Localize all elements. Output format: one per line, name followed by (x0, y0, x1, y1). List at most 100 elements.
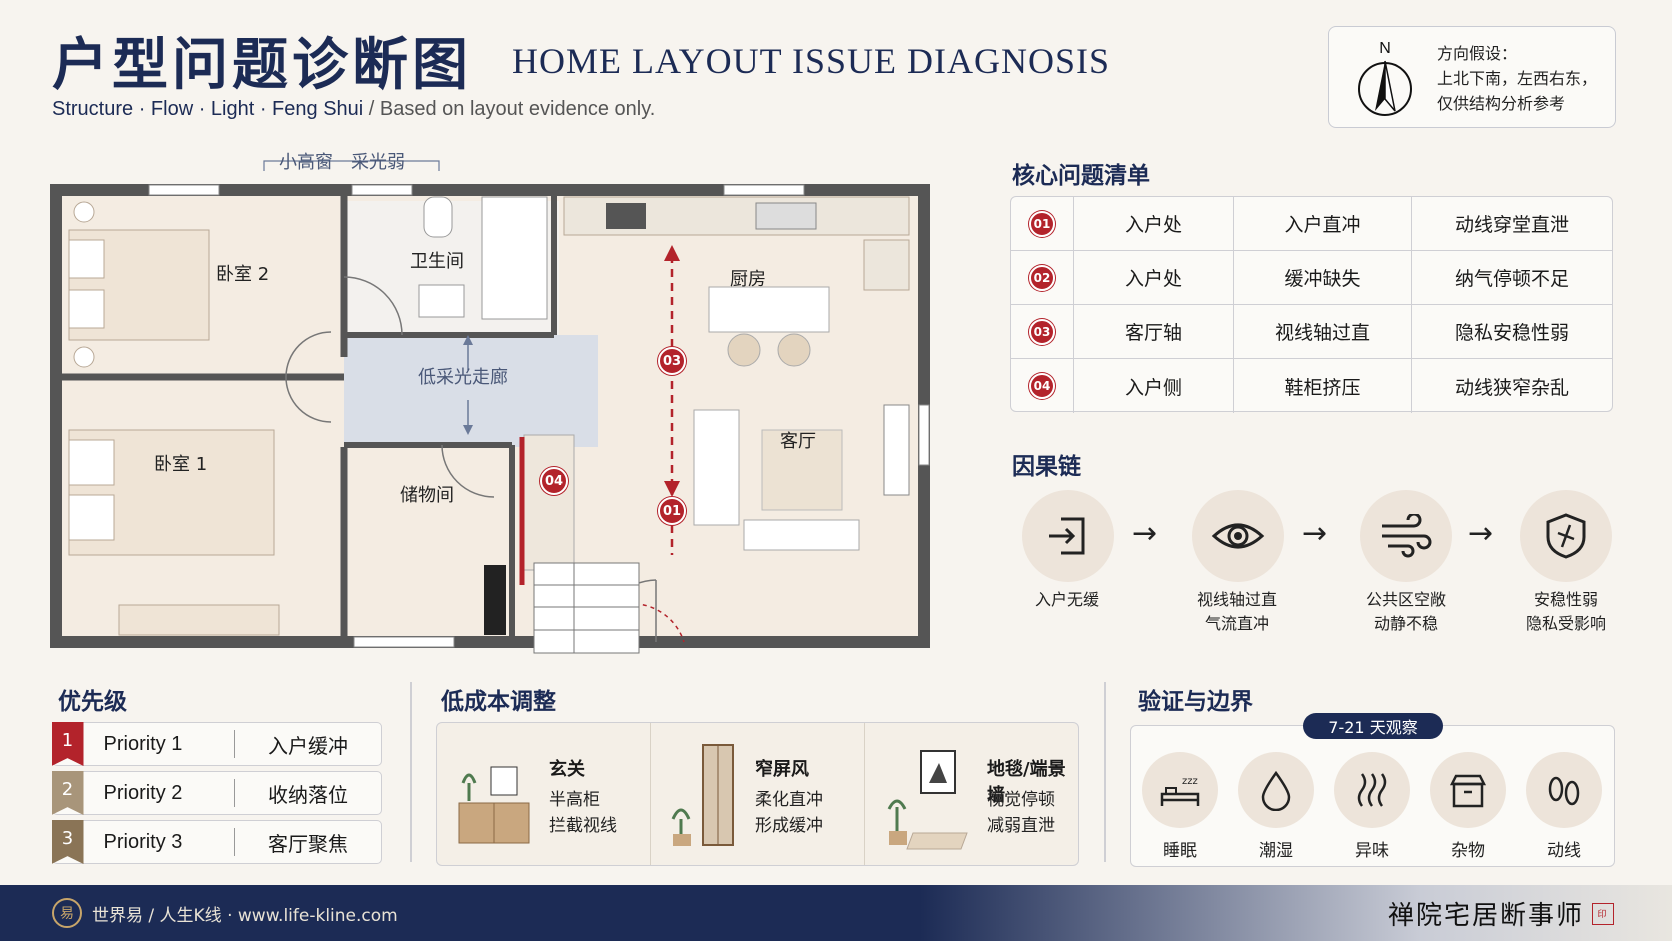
lowcost-rug: 地毯/端景墙 视觉停顿减弱直泄 (865, 723, 1078, 865)
issue-location: 入户处 (1073, 251, 1233, 304)
lowcost-box: 玄关 半高柜拦截视线 窄屏风 柔化直冲形成缓冲 地毯/端景墙 视觉停顿减弱直泄 (436, 722, 1079, 866)
seal-icon: 印 (1592, 902, 1614, 925)
door-enter-icon (1022, 490, 1114, 582)
chain-step-3-label: 公共区空敞动静不稳 (1365, 590, 1446, 633)
svg-text:zzz: zzz (1182, 776, 1198, 787)
floor-plan-drawing (50, 160, 930, 654)
issue-row: 01 入户处 入户直冲 动线穿堂直泄 (1011, 197, 1612, 251)
divider (410, 682, 412, 862)
issue-location: 客厅轴 (1073, 305, 1233, 358)
floor-plan: 小高窗 采光弱 卧室 2 卫生间 厨房 低采光走廊 卧室 1 储物间 客厅 03… (44, 145, 944, 655)
lowcost-screen-desc: 柔化直冲形成缓冲 (755, 790, 823, 836)
validation-item-sleep: zzz 睡眠 (1142, 752, 1218, 861)
issue-effect: 动线穿堂直泄 (1411, 197, 1612, 250)
footer-signature: 禅院宅居断事师 印 (1388, 895, 1614, 932)
validation-item-flow: 动线 (1526, 752, 1602, 861)
compass-icon: N (1358, 40, 1412, 116)
marker-01: 01 (658, 497, 686, 525)
issue-problem: 入户直冲 (1233, 197, 1411, 250)
validation-label: 异味 (1355, 841, 1389, 861)
lowcost-title: 低成本调整 (441, 689, 556, 715)
chain-arrow: → (1132, 516, 1158, 551)
room-storage: 储物间 (400, 485, 454, 506)
room-kitchen: 厨房 (730, 269, 766, 290)
validation-label: 动线 (1547, 841, 1581, 861)
issue-location: 入户处 (1073, 197, 1233, 250)
footer-brand-text[interactable]: 世界易 / 人生K线 · www.life-kline.com (92, 905, 398, 926)
compass-north: N (1379, 40, 1391, 57)
validation-label: 睡眠 (1163, 841, 1197, 861)
issue-number: 01 (1029, 210, 1055, 237)
eye-icon (1192, 490, 1284, 582)
priority-rank: 1 (51, 722, 84, 766)
priority-value: 收纳落位 (268, 782, 348, 807)
window-note: 小高窗 采光弱 (279, 152, 405, 173)
divider (1104, 682, 1106, 862)
room-living: 客厅 (780, 431, 816, 452)
issues-table: 01 入户处 入户直冲 动线穿堂直泄 02 入户处 缓冲缺失 纳气停顿不足 03… (1010, 196, 1613, 413)
lowcost-entry-title: 玄关 (549, 759, 585, 780)
priority-row-1: 1 Priority 1 入户缓冲 (51, 722, 382, 766)
chain-step-3 (1360, 490, 1452, 582)
chain-step-1-label: 入户无缓 (1034, 590, 1099, 609)
footer-brand: 易 世界易 / 人生K线 · www.life-kline.com (52, 898, 398, 928)
issue-row: 03 客厅轴 视线轴过直 隐私安稳性弱 (1011, 305, 1612, 359)
priority-rank: 3 (51, 820, 84, 864)
issue-effect: 动线狭窄杂乱 (1411, 359, 1612, 413)
priority-row-3: 3 Priority 3 客厅聚焦 (51, 820, 382, 864)
orientation-line2: 上北下南，左西右东， (1437, 69, 1598, 88)
observation-pill: 7-21 天观察 (1303, 713, 1443, 739)
priority-row-2: 2 Priority 2 收纳落位 (51, 771, 382, 815)
marker-04: 04 (540, 467, 568, 495)
page-title-zh: 户型问题诊断图 (52, 32, 472, 98)
marker-03: 03 (658, 347, 686, 375)
room-bathroom: 卫生间 (410, 251, 464, 272)
box-icon (1430, 752, 1506, 828)
odor-icon (1334, 752, 1410, 828)
chain-step-2-label: 视线轴过直气流直冲 (1196, 590, 1277, 633)
brand-logo-icon: 易 (52, 898, 82, 928)
issue-number: 03 (1029, 318, 1055, 345)
lowcost-entry-desc: 半高柜拦截视线 (549, 790, 617, 836)
orientation-box: N 方向假设： 上北下南，左西右东， 仅供结构分析参考 (1328, 26, 1616, 128)
chain-arrow: → (1468, 516, 1494, 551)
orientation-text: 方向假设： 上北下南，左西右东， 仅供结构分析参考 (1437, 41, 1597, 116)
lowcost-screen-title: 窄屏风 (755, 759, 809, 780)
chain-step-1 (1022, 490, 1114, 582)
drop-icon (1238, 752, 1314, 828)
chain-arrow: → (1302, 516, 1328, 551)
issue-problem: 视线轴过直 (1233, 305, 1411, 358)
lowcost-rug-desc: 视觉停顿减弱直泄 (987, 790, 1055, 836)
priority-rank: 2 (51, 771, 84, 815)
subtitle: Structure · Flow · Light · Feng Shui / B… (52, 98, 655, 121)
page-title-en: HOME LAYOUT ISSUE DIAGNOSIS (512, 41, 1111, 81)
lowcost-entry: 玄关 半高柜拦截视线 (437, 723, 651, 865)
room-bedroom1: 卧室 1 (154, 454, 208, 475)
cabinet-icon (458, 766, 530, 844)
validation-label: 潮湿 (1259, 841, 1293, 861)
issue-number: 04 (1029, 373, 1055, 399)
issue-effect: 隐私安稳性弱 (1411, 305, 1612, 358)
priority-name: Priority 3 (103, 830, 183, 853)
issue-problem: 缓冲缺失 (1233, 251, 1411, 304)
footer: 易 世界易 / 人生K线 · www.life-kline.com 禅院宅居断事… (0, 885, 1672, 941)
orientation-line3: 仅供结构分析参考 (1437, 94, 1566, 113)
issue-effect: 纳气停顿不足 (1411, 251, 1612, 304)
chain-title: 因果链 (1012, 454, 1081, 480)
validation-item-damp: 潮湿 (1238, 752, 1314, 861)
room-bedroom2: 卧室 2 (216, 264, 270, 285)
validation-item-odor: 异味 (1334, 752, 1410, 861)
chain-step-2 (1192, 490, 1284, 582)
issue-location: 入户侧 (1073, 359, 1233, 413)
signature-text: 禅院宅居断事师 (1387, 901, 1584, 931)
validation-item-clutter: 杂物 (1430, 752, 1506, 861)
subtitle-note: / Based on layout evidence only. (363, 98, 656, 120)
chain-step-4-label: 安稳性弱隐私受影响 (1525, 590, 1606, 633)
priority-value: 客厅聚焦 (268, 831, 348, 856)
validation-title: 验证与边界 (1138, 689, 1253, 715)
screen-icon (671, 744, 734, 846)
rug-icon (887, 750, 968, 850)
shield-icon (1520, 490, 1612, 582)
orientation-line1: 方向假设： (1437, 44, 1518, 63)
priority-name: Priority 1 (103, 732, 183, 755)
